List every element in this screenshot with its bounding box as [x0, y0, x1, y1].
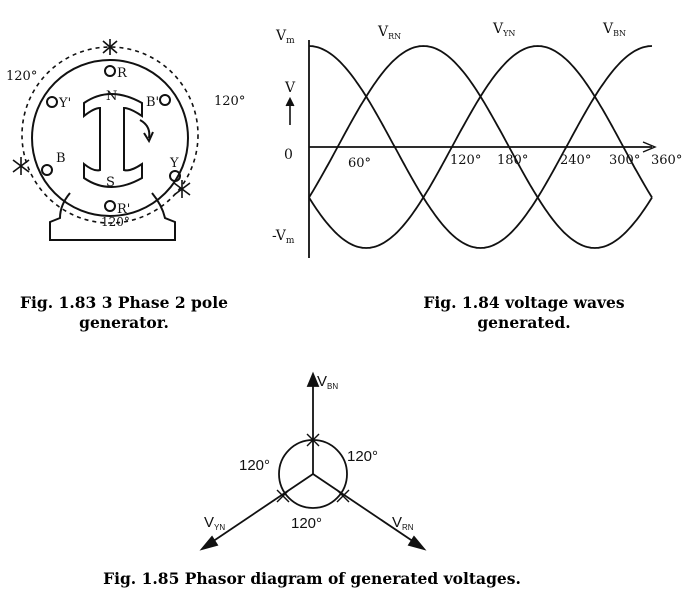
phasor-angle-bottom: 120° — [291, 515, 322, 532]
tick-360: 360° — [651, 153, 682, 168]
coil-slot-b — [41, 164, 53, 176]
caption-fig-184-line2: generated. — [477, 313, 570, 332]
y-label-neg-vm: -Vm — [272, 228, 295, 246]
tick-240: 240° — [560, 153, 591, 168]
generator-base — [49, 192, 176, 241]
label-wave-v-yn: VYN — [492, 21, 515, 38]
dashed-field-circle — [21, 46, 199, 224]
star-marker-top — [102, 39, 118, 55]
tick-60: 60° — [348, 156, 371, 171]
tick-300: 300° — [609, 153, 640, 168]
phasor-v-bn-arrowhead — [306, 371, 320, 387]
wave-v-bn — [308, 45, 653, 249]
caption-fig-184-line1: Fig. 1.84 voltage waves — [423, 293, 624, 312]
angle-right: 120° — [214, 94, 245, 109]
phasor-angle-left: 120° — [239, 457, 270, 474]
x-axis-arrowhead — [642, 141, 657, 153]
rotation-arrowhead — [143, 131, 154, 144]
rotor-pole — [83, 93, 143, 188]
label-north-pole: N — [106, 89, 117, 104]
tick-180: 180° — [497, 153, 528, 168]
angle-bottom: 120° — [101, 215, 130, 229]
caption-fig-183-line2: generator. — [79, 313, 169, 332]
angle-left: 120° — [6, 69, 37, 84]
coil-slot-y-prime — [46, 96, 58, 108]
generator-diagram — [12, 39, 199, 241]
caption-fig-185: Fig. 1.85 Phasor diagram of generated vo… — [103, 569, 521, 588]
v-arrowhead — [285, 96, 295, 107]
coil-slot-y — [169, 170, 181, 182]
label-phasor-v-yn: VYN — [204, 514, 225, 532]
generator-labels: R R' Y' B' B Y N S 120° 120° 120° — [6, 66, 245, 229]
label-phasor-v-rn: VRN — [392, 514, 414, 532]
angle-ticks — [276, 433, 350, 503]
label-phasor-v-bn: VBN — [317, 373, 338, 391]
coil-slot-r — [104, 65, 116, 77]
label-south-pole: S — [106, 175, 115, 190]
y-label-zero: 0 — [284, 147, 293, 163]
label-y: Y — [169, 156, 179, 171]
y-label-v: V — [284, 80, 296, 96]
star-marker-right — [173, 180, 191, 198]
stator-ring — [31, 59, 189, 217]
voltage-wave-labels: Vm V 0 -Vm VRN VYN VBN 60° 120° 180° 240… — [272, 21, 682, 246]
y-label-vm: Vm — [275, 28, 295, 46]
star-marker-left — [12, 157, 30, 175]
caption-fig-183-line1: Fig. 1.83 3 Phase 2 pole — [20, 293, 228, 312]
phasor-v-yn — [205, 473, 314, 547]
label-b: B — [56, 151, 66, 166]
label-y-prime: Y' — [58, 96, 71, 111]
rotation-arrow — [139, 119, 151, 139]
label-r: R — [117, 66, 128, 81]
phasor-labels: VBN VYN VRN 120° 120° 120° — [204, 373, 414, 532]
voltage-wave-plot — [285, 40, 657, 258]
coil-slot-b-prime — [159, 94, 171, 106]
label-r-prime: R' — [117, 202, 130, 217]
phasor-v-rn — [312, 473, 421, 547]
tick-120: 120° — [450, 153, 481, 168]
coil-slot-r-prime — [104, 200, 116, 212]
phasor-v-yn-arrowhead — [199, 535, 219, 551]
label-wave-v-rn: VRN — [377, 24, 401, 41]
label-wave-v-bn: VBN — [602, 21, 626, 38]
phasor-v-rn-arrowhead — [407, 535, 427, 551]
phasor-angle-right: 120° — [347, 448, 378, 465]
label-b-prime: B' — [146, 95, 159, 110]
phasor-diagram — [199, 371, 427, 551]
